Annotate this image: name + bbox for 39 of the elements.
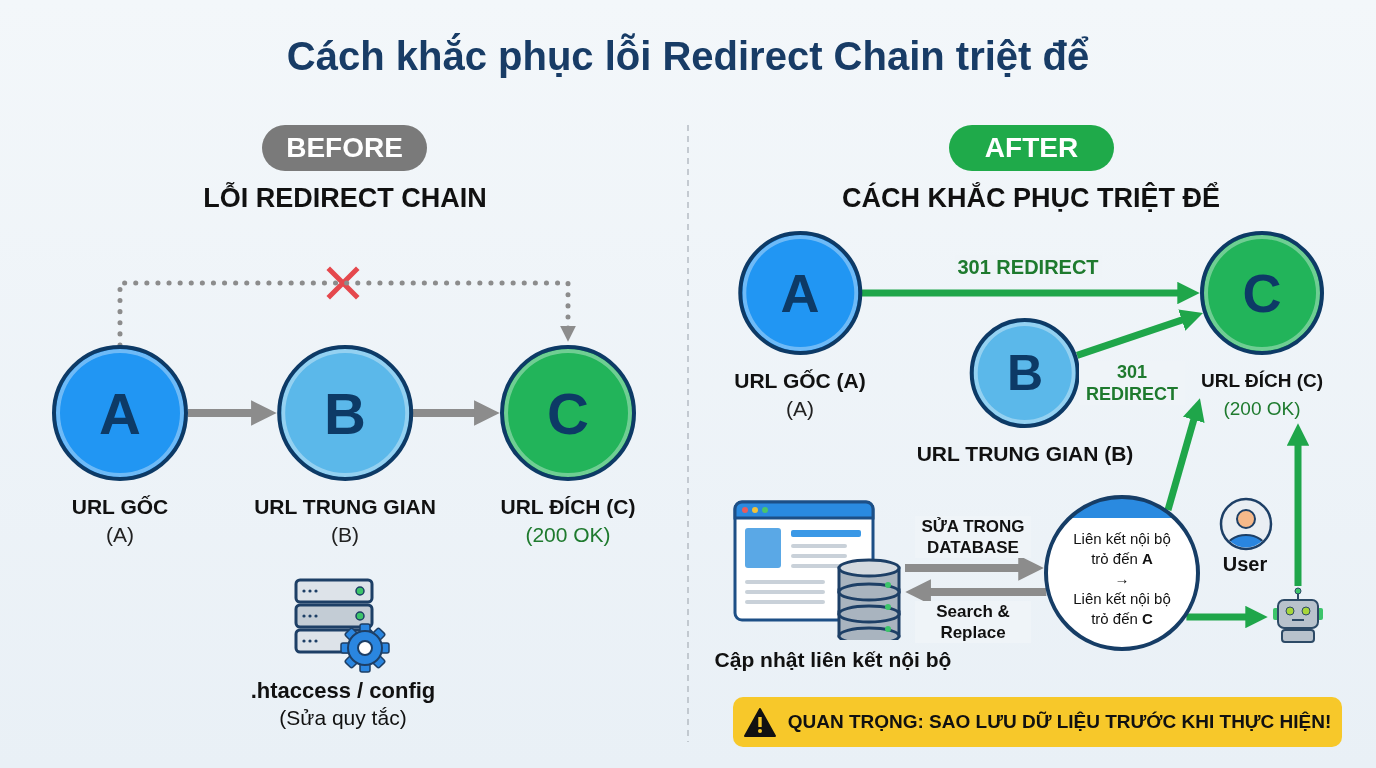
node-caption: (200 OK) [525,522,611,548]
arrow [1076,309,1203,359]
warning-text: QUAN TRỌNG: SAO LƯU DỮ LIỆU TRƯỚC KHI THỰC HIỆN! [787,711,1332,733]
arrow [1186,605,1268,629]
node-caption: URL GỐC (A) [734,368,866,394]
url-circle: C [1200,231,1324,355]
arrow [188,400,277,426]
arrow [862,281,1200,305]
url-circle: A [738,231,862,355]
user-caption: User [1222,553,1268,576]
arrow [1164,398,1205,511]
node-caption: URL ĐÍCH (C) [1200,369,1324,393]
before-badge: BEFORE [262,125,427,171]
arrow-symbol: → [1114,569,1130,589]
config-caption: .htaccess / config [250,678,436,704]
after-badge: AFTER [949,125,1114,171]
node-caption: URL TRUNG GIAN [254,494,436,520]
node-caption: URL GỐC [71,494,169,520]
section-heading: LỖI REDIRECT CHAIN [203,183,487,214]
node-caption: (200 OK) [1223,397,1301,421]
link-text: Liên kết nội bộ trỏ đến A [1072,529,1172,569]
edge-label: SỬA TRONG DATABASE [915,516,1031,558]
node-caption: URL TRUNG GIAN (B) [916,441,1134,467]
dotted-arrow [117,280,576,348]
edge-label: Search & Replace [915,601,1031,643]
node-caption: URL ĐÍCH (C) [500,494,636,520]
diagram-title: Cách khắc phục lỗi Redirect Chain triệt để [285,34,1091,79]
node-caption: (A) [786,396,814,422]
url-circle: B [970,318,1080,428]
link-text: Liên kết nội bộ trỏ đến C [1072,589,1172,629]
node-caption: Cập nhật liên kết nội bộ [714,648,952,672]
url-circle: A [52,345,188,481]
arrow [413,400,500,426]
config-note: (Sửa quy tắc) [279,706,407,730]
url-circle: C [500,345,636,481]
section-heading: CÁCH KHẮC PHỤC TRIỆT ĐỂ [842,183,1220,214]
url-circle: B [277,345,413,481]
node-caption: (B) [331,522,359,548]
node-caption: (A) [106,522,134,548]
